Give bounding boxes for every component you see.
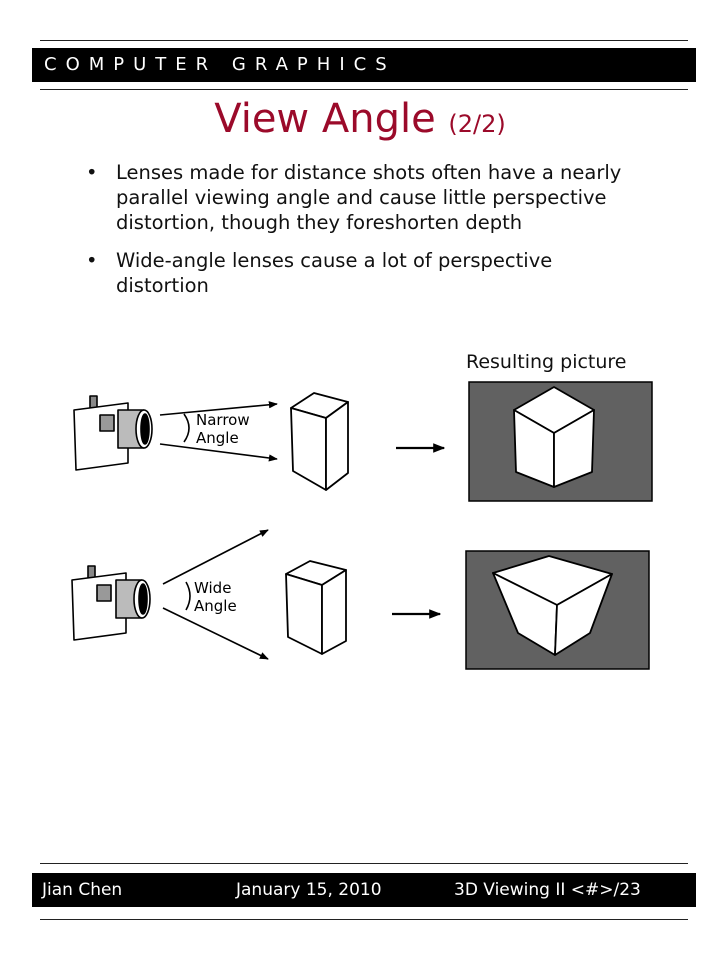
header-title: COMPUTER GRAPHICS	[44, 54, 396, 75]
resulting-picture-label: Resulting picture	[466, 351, 627, 373]
wide-ray-bottom	[162, 607, 269, 660]
narrow-label-line1: Narrow	[196, 411, 250, 429]
footer-page-number: 3D Viewing II <#>/23	[454, 880, 641, 900]
bullet-dot: •	[86, 161, 98, 184]
bullet-item: • Wide-angle lenses cause a lot of perspe…	[84, 248, 644, 298]
bullet-text: Wide-angle lenses cause a lot of perspec…	[116, 249, 553, 297]
slide-title: View Angle (2/2)	[0, 96, 720, 142]
footer-date: January 15, 2010	[236, 880, 382, 900]
wide-label-line1: Wide	[194, 579, 231, 597]
wide-result-picture	[465, 550, 650, 670]
view-angle-diagram: Narrow Angle Wide Angle	[71, 381, 653, 670]
footer-author: Jian Chen	[42, 880, 123, 900]
cube-narrow	[290, 392, 349, 491]
footer-bar: Jian Chen January 15, 2010 3D Viewing II…	[32, 873, 696, 907]
footer-bottom-rule	[40, 919, 688, 920]
header-bar: COMPUTER GRAPHICS	[32, 48, 696, 82]
header-top-rule	[40, 40, 688, 41]
bullet-dot: •	[86, 249, 98, 272]
header-bottom-rule	[40, 89, 688, 90]
slide-title-main: View Angle	[214, 96, 436, 142]
narrow-result-picture	[468, 381, 653, 502]
bullet-item: • Lenses made for distance shots often ha…	[84, 160, 644, 235]
footer-top-rule	[40, 863, 688, 864]
cube-wide	[285, 560, 347, 655]
bullet-text: Lenses made for distance shots often hav…	[116, 161, 622, 234]
wide-ray-top	[162, 529, 269, 585]
wide-angle-arc	[185, 581, 191, 611]
narrow-label-line2: Angle	[196, 429, 239, 447]
bullet-list: • Lenses made for distance shots often ha…	[84, 160, 644, 311]
narrow-ray-bottom	[159, 443, 278, 462]
slide-title-suffix: (2/2)	[448, 110, 506, 138]
wide-label-line2: Angle	[194, 597, 237, 615]
camera-icon	[71, 565, 151, 641]
narrow-ray-top	[159, 401, 278, 416]
narrow-angle-arc	[183, 413, 190, 443]
camera-icon	[73, 395, 153, 471]
